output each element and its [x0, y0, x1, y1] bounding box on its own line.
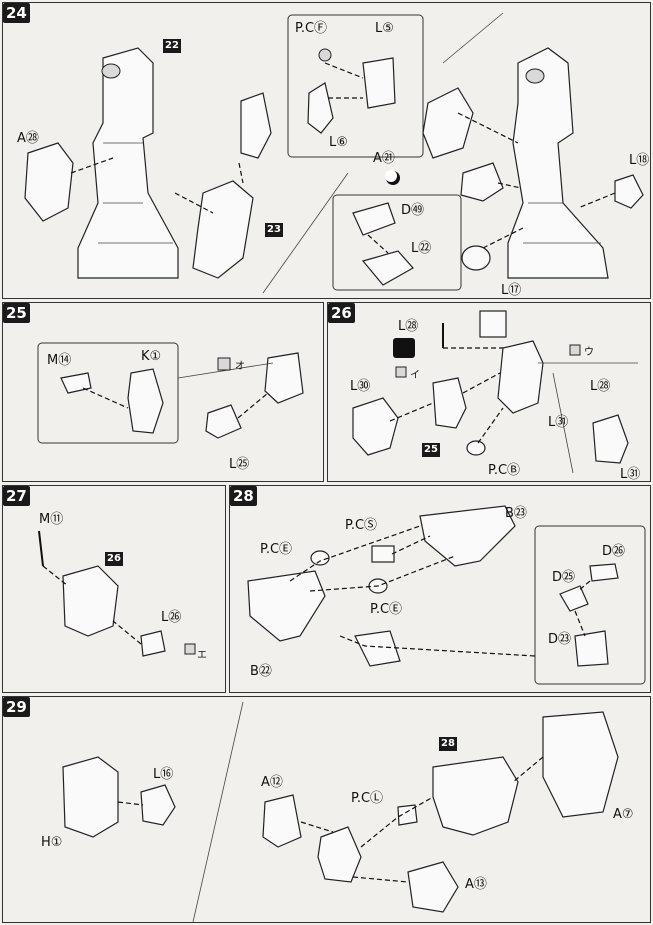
- label-pcs: P.CⓈ: [345, 518, 378, 533]
- label-l5: L⑤: [375, 21, 394, 36]
- label-l28-detail: L㉘: [590, 379, 611, 394]
- step-26-panel: 26 L㉘ L㉚ L㉛ P.CⒷ 25 イ ウ L㉘ L㉛: [327, 302, 651, 482]
- label-d23: D㉓: [548, 632, 572, 647]
- step-number: 26: [328, 303, 355, 323]
- step-number: 25: [3, 303, 30, 323]
- label-pcf: P.CⒻ: [295, 21, 328, 36]
- step-29-panel: 29 L⑯ H① A⑫ 28 P.CⓁ A⑦ A⑬: [2, 696, 651, 923]
- label-pcl: P.CⓁ: [351, 791, 384, 806]
- glue-mark-o: オ: [235, 361, 245, 372]
- label-m11: M⑪: [39, 512, 64, 527]
- label-k1: K①: [141, 349, 162, 364]
- ref-26: 26: [105, 552, 123, 566]
- step-27-drawing: [38, 530, 196, 657]
- step-27-panel: 27 M⑪ 26 L㉖ エ: [2, 485, 226, 693]
- label-d25: D㉕: [552, 570, 576, 585]
- label-l17: L⑰: [501, 283, 522, 298]
- mark-e: エ: [197, 650, 207, 661]
- label-pce-2: P.CⒺ: [370, 602, 403, 617]
- step-25-panel: 25 M⑭ K① L㉕ オ: [2, 302, 324, 482]
- label-l31-detail: L㉛: [620, 467, 641, 482]
- mark-i: イ: [410, 370, 420, 381]
- label-a21: A㉑: [373, 151, 395, 166]
- step-number: 28: [230, 486, 257, 506]
- ref-25: 25: [422, 443, 440, 457]
- ref-23: 23: [265, 223, 283, 237]
- step-28-panel: 28 P.CⓈ B㉓ P.CⒺ P.CⒺ B㉒ D㉖ D㉕ D㉓: [229, 485, 651, 693]
- label-l28: L㉘: [398, 319, 419, 334]
- label-l25: L㉕: [229, 457, 250, 472]
- label-b23: B㉓: [505, 506, 527, 521]
- label-d49: D㊾: [401, 203, 425, 218]
- label-a12: A⑫: [261, 775, 283, 790]
- label-d26: D㉖: [602, 544, 626, 559]
- label-m14: M⑭: [47, 353, 72, 368]
- step-24-panel: 24: [2, 2, 651, 299]
- mark-u: ウ: [584, 347, 594, 358]
- label-h1: H①: [41, 835, 63, 850]
- label-l18: L⑱: [629, 153, 650, 168]
- label-a28: A㉘: [17, 131, 39, 146]
- label-l26: L㉖: [161, 610, 182, 625]
- label-l30: L㉚: [350, 379, 371, 394]
- ref-28: 28: [439, 737, 457, 751]
- label-a7: A⑦: [613, 807, 634, 822]
- label-l6: L⑥: [329, 135, 348, 150]
- label-l16: L⑯: [153, 767, 174, 782]
- label-l31: L㉛: [548, 415, 569, 430]
- step-28-drawing: [247, 505, 646, 685]
- label-b22: B㉒: [250, 664, 272, 679]
- step-29-drawing: [62, 701, 619, 922]
- label-pce-1: P.CⒺ: [260, 542, 293, 557]
- label-pcb: P.CⒷ: [488, 463, 521, 478]
- label-a13: A⑬: [465, 877, 487, 892]
- step-number: 27: [3, 486, 30, 506]
- step-25-drawing: [37, 342, 304, 444]
- ref-22: 22: [163, 39, 181, 53]
- step-26-drawing: [352, 310, 638, 474]
- step-24-drawing: [24, 12, 644, 294]
- step-number: 29: [3, 697, 30, 717]
- step-number: 24: [3, 3, 30, 23]
- label-l22: L㉒: [411, 241, 432, 256]
